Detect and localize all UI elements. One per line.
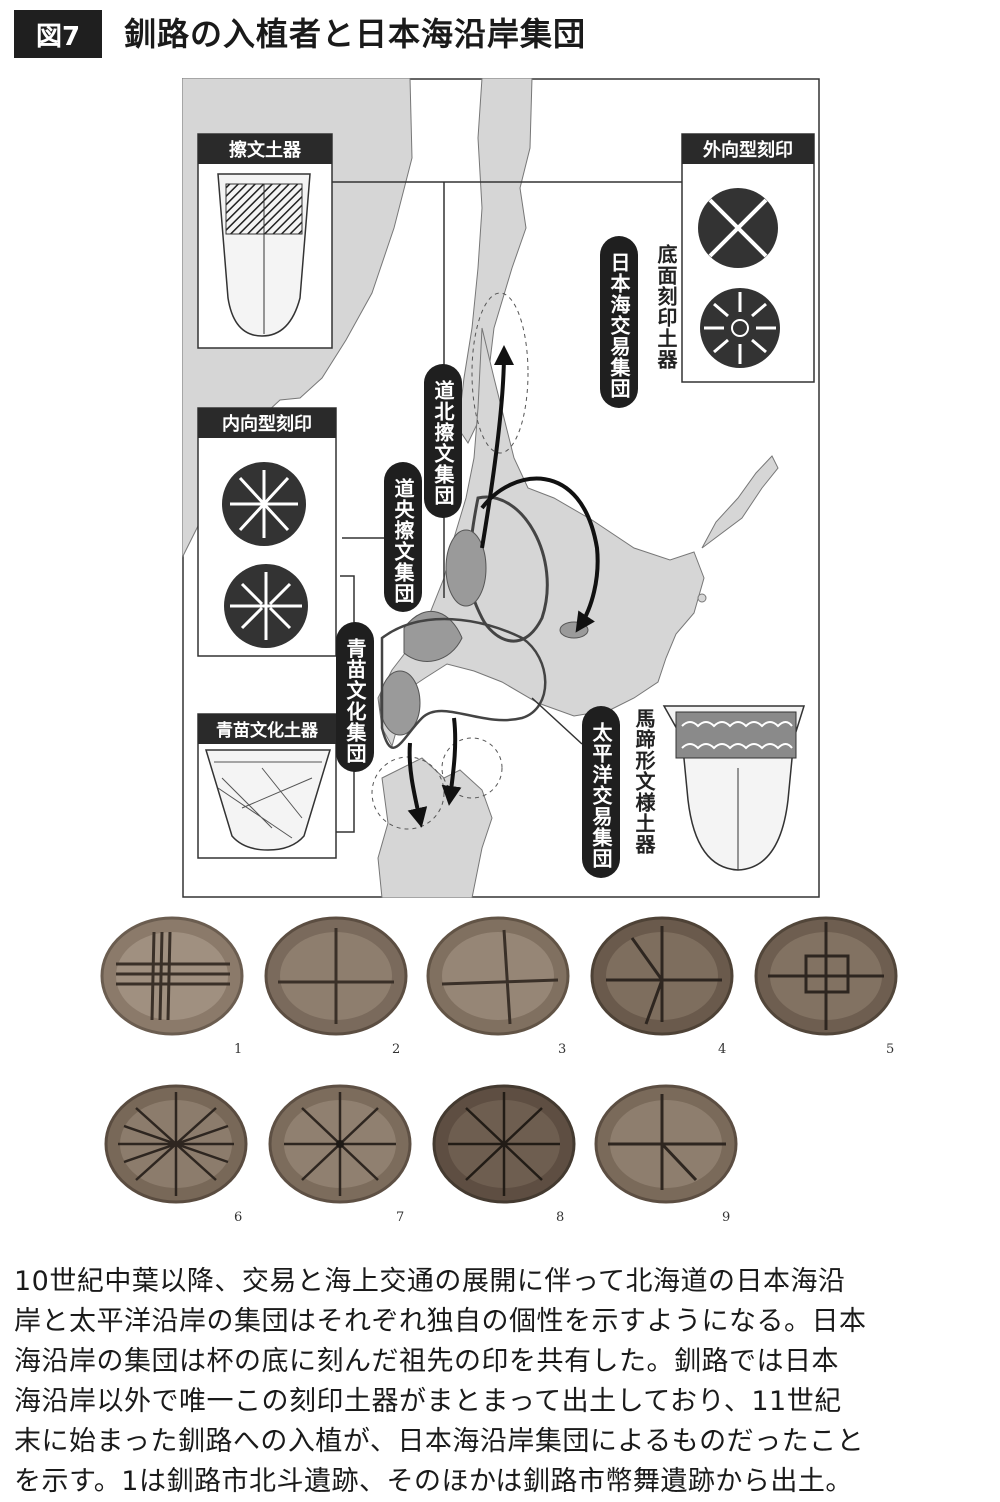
photo-4: 4 <box>588 912 746 1062</box>
arrow-south-west <box>407 742 428 828</box>
pill-taiheiyo-koueki: 太平洋交易集団 <box>582 706 620 878</box>
label-taiheiyo-koueki: 太平洋交易集団 <box>589 722 613 869</box>
arrow-south-east <box>441 717 462 806</box>
caption-line: 海沿岸の集団は杯の底に刻んだ祖先の印を共有した。釧路では日本 <box>14 1346 839 1377</box>
kuril-islands <box>701 455 779 549</box>
photo-9-image <box>594 1084 738 1204</box>
photo-8: 8 <box>430 1080 588 1230</box>
photo-6-image <box>104 1084 248 1204</box>
photo-number-9: 9 <box>722 1210 731 1225</box>
photo-number-1: 1 <box>234 1042 243 1057</box>
pill-aonae-bunka: 青苗文化集団 <box>336 622 374 772</box>
box-naikou-kokuin: 内向型刻印 <box>197 407 337 657</box>
photo-number-3: 3 <box>558 1042 567 1057</box>
photo-4-image <box>590 916 734 1036</box>
dashed-south-east <box>441 737 503 799</box>
aonae-pot-icon <box>204 749 332 851</box>
photo-2-image <box>264 916 408 1036</box>
map-figure: 擦文土器 内向型刻印 青苗文化土器 外向型刻印 底面刻印土器 日本 <box>182 78 820 898</box>
arrow-north <box>480 345 514 549</box>
pill-nihonkai-koueki: 日本海交易集団 <box>600 236 638 408</box>
connector-pacific <box>531 697 583 745</box>
photo-7-image <box>268 1084 412 1204</box>
dashed-north <box>471 292 529 454</box>
figure-label: 図7 <box>14 10 102 58</box>
caption-line: 10世紀中葉以降、交易と海上交通の展開に伴って北海道の日本海沿 <box>14 1266 846 1297</box>
photo-1-image <box>100 916 244 1036</box>
photo-8-image <box>432 1084 576 1204</box>
box-satsumon-doki: 擦文土器 <box>197 133 333 349</box>
photo-6: 6 <box>102 1080 260 1230</box>
island-dot <box>697 593 707 603</box>
label-doou-satsumon: 道央擦文集団 <box>391 477 415 604</box>
box-gaikou-kokuin-title: 外向型刻印 <box>703 139 793 161</box>
box-satsumon-doki-title: 擦文土器 <box>229 139 302 161</box>
honshu <box>377 757 493 898</box>
figure-caption: 10世紀中葉以降、交易と海上交通の展開に伴って北海道の日本海沿 岸と太平洋沿岸の… <box>14 1262 990 1502</box>
photo-5-image <box>754 916 898 1036</box>
photo-9: 9 <box>592 1080 750 1230</box>
box-naikou-kokuin-title: 内向型刻印 <box>222 413 312 435</box>
doou-region <box>403 610 463 662</box>
arrow-east <box>480 476 600 633</box>
photo-number-8: 8 <box>556 1210 565 1225</box>
label-batei-doki: 馬蹄形文様土器 <box>632 708 656 855</box>
dohoku-region <box>445 529 487 607</box>
photo-number-7: 7 <box>396 1210 405 1225</box>
caption-line: 海沿岸以外で唯一この刻印土器がまとまって出土しており、11世紀 <box>14 1386 842 1417</box>
caption-line: 岸と太平洋沿岸の集団はそれぞれ独自の個性を示すようになる。日本 <box>14 1306 867 1337</box>
photo-3-image <box>426 916 570 1036</box>
photo-1: 1 <box>98 912 256 1062</box>
pacific-outline <box>380 617 547 749</box>
pill-dohoku-satsumon: 道北擦文集団 <box>424 364 462 518</box>
aonae-region <box>379 670 421 736</box>
photo-number-2: 2 <box>392 1042 401 1057</box>
photo-3: 3 <box>424 912 582 1062</box>
caption-line: 末に始まった釧路への入植が、日本海沿岸集団によるものだったこと <box>14 1426 865 1457</box>
label-dohoku-satsumon: 道北擦文集団 <box>431 379 455 506</box>
label-teimen-kokuin-doki: 底面刻印土器 <box>654 243 678 370</box>
caption-line: を示す。1は釧路市北斗遺跡、そのほかは釧路市幣舞遺跡から出土。 <box>14 1466 853 1497</box>
kushiro-area <box>559 621 589 639</box>
box-gaikou-kokuin: 外向型刻印 <box>681 133 815 383</box>
box-aonae-doki-title: 青苗文化土器 <box>216 720 319 741</box>
label-aonae-bunka: 青苗文化集団 <box>343 638 367 764</box>
box-aonae-doki: 青苗文化土器 <box>197 713 337 859</box>
photo-number-6: 6 <box>234 1210 243 1225</box>
label-nihonkai-koueki: 日本海交易集団 <box>607 252 631 399</box>
photo-number-5: 5 <box>886 1042 895 1057</box>
photo-number-4: 4 <box>718 1042 727 1057</box>
figure-title: 釧路の入植者と日本海沿岸集団 <box>124 15 587 53</box>
batei-pot-icon <box>662 705 806 871</box>
pill-doou-satsumon: 道央擦文集団 <box>384 462 422 612</box>
photo-7: 7 <box>266 1080 424 1230</box>
photo-5: 5 <box>752 912 910 1062</box>
photo-2: 2 <box>262 912 420 1062</box>
